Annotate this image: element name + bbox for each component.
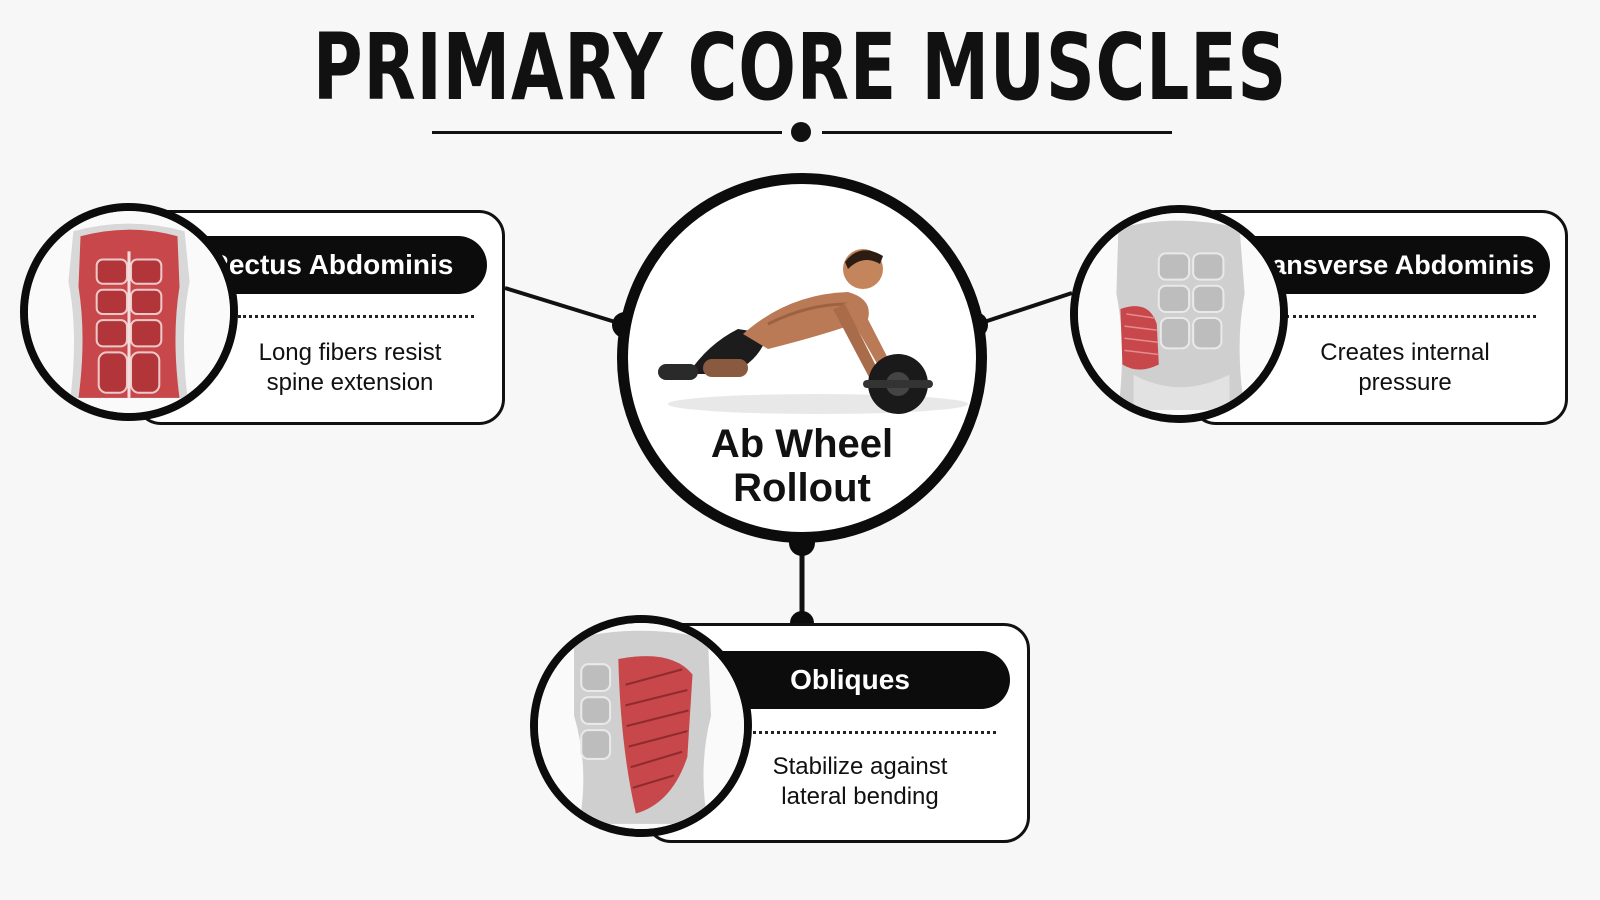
rectus-abdominis-image — [20, 203, 238, 421]
transverse-abdominis-description: Creates internal pressure — [1265, 338, 1545, 398]
transverse-abdominis-divider — [1286, 315, 1536, 318]
obliques-divider — [746, 731, 996, 734]
connector-rectus — [504, 286, 626, 327]
ab-wheel-athlete-illustration — [658, 249, 968, 414]
exercise-name-line-1: Ab Wheel — [710, 422, 894, 466]
title-divider-dot — [791, 122, 811, 142]
rectus-abdominis-description: Long fibers resist spine extension — [220, 338, 480, 398]
title-divider-left — [432, 131, 782, 134]
rectus-abdominis-anatomy-icon — [28, 211, 230, 413]
transverse-abdominis-image — [1070, 205, 1288, 423]
transverse-description-line-1: Creates internal — [1320, 339, 1490, 366]
transverse-abdominis-label: Transverse Abdominis — [1230, 236, 1550, 294]
obliques-anatomy-icon — [538, 623, 744, 829]
obliques-description: Stabilize against lateral bending — [725, 752, 995, 812]
rectus-description-line-1: Long fibers resist — [258, 339, 442, 366]
rectus-abdominis-divider — [238, 315, 474, 318]
exercise-name: Ab Wheel Rollout — [628, 422, 976, 510]
transverse-description-line-2: pressure — [1358, 369, 1452, 396]
page-title: PRIMARY CORE MUSCLES — [312, 14, 1288, 121]
obliques-description-line-1: Stabilize against — [772, 753, 948, 780]
obliques-description-line-2: lateral bending — [781, 783, 939, 810]
connector-transverse — [974, 291, 1073, 327]
transverse-abdominis-anatomy-icon — [1078, 213, 1280, 415]
obliques-image — [530, 615, 752, 837]
exercise-circle: Ab Wheel Rollout — [617, 173, 987, 543]
title-divider-right — [822, 131, 1172, 134]
rectus-description-line-2: spine extension — [266, 369, 434, 396]
exercise-name-line-2: Rollout — [733, 466, 871, 510]
